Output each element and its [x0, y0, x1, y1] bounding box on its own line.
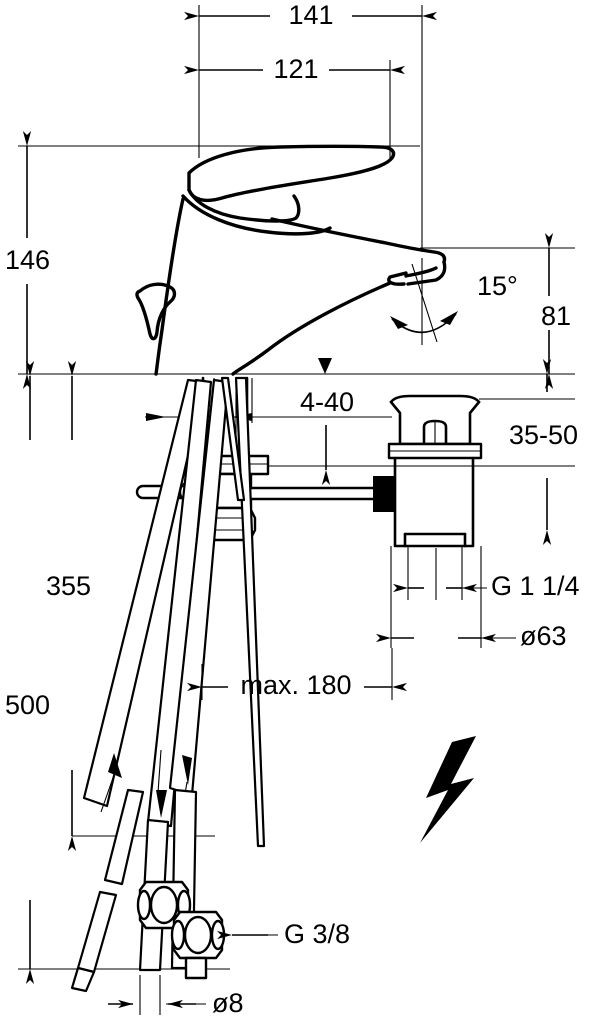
- swivel-angle-group: 15°: [390, 258, 518, 345]
- nut-upper-face-left: [136, 889, 152, 921]
- dimension-label-121: 121: [273, 54, 318, 84]
- faucet-body: [135, 144, 447, 376]
- dimension-label-141: 141: [288, 0, 333, 30]
- deck-arrow-down: [318, 358, 332, 374]
- reference-lines: [18, 145, 575, 970]
- drain-assembly: [387, 394, 483, 548]
- dim-4-40-arrow-left: [146, 413, 166, 421]
- nut-lower-face-right: [210, 919, 226, 951]
- swivel-arrow-right: [440, 311, 458, 325]
- electrical-hazard-symbol: [420, 736, 476, 843]
- dimension-81-group: 81: [541, 233, 571, 389]
- dimension-4-40-group: 4-40: [145, 358, 575, 485]
- dimension-label-355: 355: [46, 571, 91, 601]
- nut-lower-face-left: [170, 919, 186, 951]
- dimension-label-146: 146: [5, 245, 50, 275]
- dimension-500-group: 500: [5, 361, 50, 984]
- dimension-label-500: 500: [5, 690, 50, 720]
- drain-rod-pivot-block: [373, 476, 395, 512]
- hose-segment-lower-left-2: [76, 890, 118, 974]
- body-left-wall: [154, 197, 185, 376]
- hose-segment-lower-left: [103, 788, 145, 886]
- dimension-label-g114: G 1 1/4: [491, 571, 580, 601]
- hose-tip-lower-left: [70, 966, 96, 993]
- dimension-label-max180: max. 180: [240, 670, 351, 700]
- dimension-label-15deg: 15°: [477, 271, 518, 301]
- nut-lower-tail: [184, 956, 208, 980]
- dimension-label-d8: ø8: [212, 988, 244, 1018]
- hose-tail-long: [234, 376, 266, 848]
- spout-bottom-curve: [231, 281, 392, 376]
- lever-handle-underside: [187, 188, 301, 223]
- spout-top-edge: [270, 217, 447, 264]
- lightning-bolt-icon: [420, 736, 476, 843]
- dimension-label-4-40: 4-40: [300, 387, 354, 417]
- dimension-g114-group: G 1 1/4: [393, 546, 580, 601]
- connector-nut-upper: [136, 880, 192, 930]
- swivel-arrow-left: [390, 316, 408, 329]
- popup-lift-rod-knob: [135, 282, 177, 341]
- dimension-label-35-50: 35-50: [509, 420, 578, 450]
- hose-left-arrow-shaft: [100, 774, 115, 813]
- dimension-d63-group: ø63: [376, 546, 567, 651]
- drain-pull-rod: [248, 486, 382, 501]
- dimension-d8-group: ø8: [108, 975, 244, 1018]
- dimension-label-81: 81: [541, 301, 571, 331]
- supply-connectors: G 3/8: [136, 880, 350, 980]
- drain-flange-top: [389, 394, 481, 404]
- nut-upper-bore: [149, 885, 179, 925]
- dimension-146-group: 146: [5, 131, 50, 389]
- dimension-label-d63: ø63: [520, 621, 567, 651]
- hose-thin-top-right: [220, 376, 246, 502]
- hose-center-arrow-head: [156, 790, 167, 818]
- hose-left-arrow-head: [108, 753, 122, 778]
- aerator-tip-right: [406, 260, 447, 286]
- lever-handle-top: [187, 144, 396, 203]
- cartridge-cap: [181, 194, 332, 236]
- dimension-355-group: 355: [46, 361, 91, 851]
- top-dimension-group: 141 121: [184, 0, 437, 252]
- swivel-axis-tilted: [411, 263, 438, 343]
- aerator-inner-line: [404, 266, 438, 278]
- nut-lower-bore: [183, 915, 213, 955]
- dimension-max180-group: max. 180: [187, 648, 407, 700]
- drain-barrel: [393, 456, 475, 548]
- dimension-35-50-group: 35-50: [479, 359, 578, 545]
- dimension-label-g38: G 3/8: [284, 919, 350, 949]
- hose-center-arrow-shaft: [157, 749, 162, 794]
- hose-center-inner: [146, 378, 213, 828]
- hose-right-arrow-head: [182, 755, 192, 785]
